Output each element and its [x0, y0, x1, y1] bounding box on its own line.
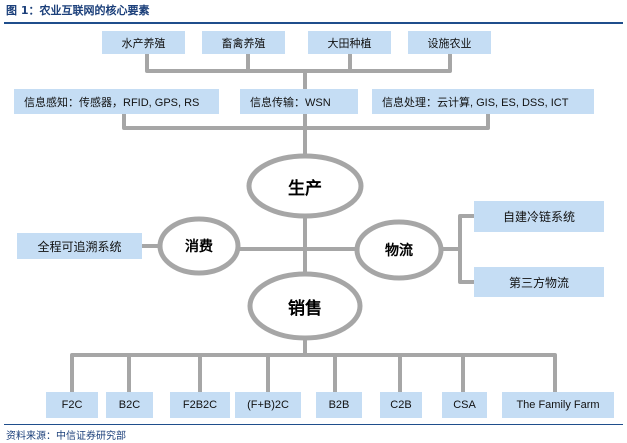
sales-model-c2b: C2B	[380, 392, 422, 418]
logistics-bracket	[438, 214, 476, 284]
sales-oval	[247, 271, 363, 341]
figure-source: 资料来源：中信证券研究部	[6, 431, 126, 442]
sales-model-b2b: B2B	[316, 392, 362, 418]
info-box-sensing: 信息感知：传感器，RFID, GPS, RS	[14, 89, 219, 114]
sales-model-family-farm: The Family Farm	[502, 392, 614, 418]
logistics-option-cold-chain: 自建冷链系统	[474, 201, 604, 232]
domain-box-aquaculture: 水产养殖	[102, 31, 185, 54]
sales-model-f2b2c: F2B2C	[170, 392, 230, 418]
title-rule	[4, 22, 623, 24]
traceability-box: 全程可追溯系统	[17, 233, 142, 259]
sales-model-b2c: B2C	[106, 392, 153, 418]
source-rule	[4, 424, 623, 425]
info-box-transmission: 信息传输：WSN	[240, 89, 358, 114]
domain-box-livestock: 畜禽养殖	[202, 31, 285, 54]
logistics-label: 物流	[385, 243, 413, 259]
production-oval	[246, 153, 364, 219]
sales-label: 销售	[288, 298, 322, 319]
figure-title: 图 1：农业互联网的核心要素	[6, 4, 150, 17]
sales-bracket	[70, 353, 557, 394]
logistics-oval	[354, 219, 444, 281]
sales-model-fb2c: (F+B)2C	[235, 392, 301, 418]
logistics-option-third-party: 第三方物流	[474, 267, 604, 297]
domain-box-field-crops: 大田种植	[308, 31, 391, 54]
domain-box-facility-agriculture: 设施农业	[408, 31, 491, 54]
consumption-oval	[157, 216, 241, 276]
sales-model-csa: CSA	[442, 392, 487, 418]
domain-bracket	[145, 52, 452, 73]
consumption-label: 消费	[185, 239, 213, 255]
production-label: 生产	[288, 178, 322, 199]
sales-model-f2c: F2C	[46, 392, 98, 418]
info-box-processing: 信息处理：云计算, GIS, ES, DSS, ICT	[372, 89, 594, 114]
info-bracket	[122, 112, 490, 130]
